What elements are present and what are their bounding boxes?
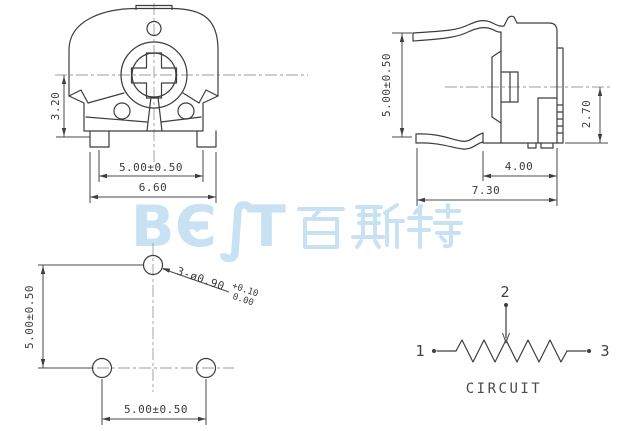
side-shaft-section (500, 71, 519, 103)
watermark-letter-t: T (247, 194, 286, 260)
side-top-lead-upper (412, 15, 518, 34)
circuit-diagram: 1 3 2 CIRCUIT (415, 283, 609, 397)
circuit-terminal-1-label: 1 (415, 342, 424, 360)
side-dim-total-text: 7.30 (472, 184, 501, 197)
front-top-hole (146, 20, 162, 37)
side-dim-lead-spacing-text: 5.00±0.50 (380, 53, 393, 117)
side-dim-body: 4.00 (482, 148, 558, 206)
front-dim-lead-spacing: 5.00±0.50 (98, 150, 204, 182)
footprint-dim-vertical: 5.00±0.50 (23, 264, 143, 369)
side-rotor-profile (491, 50, 502, 124)
side-dim-lead-spacing: 5.00±0.50 (380, 32, 412, 138)
side-bottom-bracket (482, 132, 564, 149)
front-collar-lines (68, 89, 219, 104)
circuit-wiper-arrow (502, 332, 510, 344)
circuit-resistor-zigzag (455, 339, 568, 363)
side-dim-height-text: 2.70 (580, 100, 593, 129)
front-dim-width-text: 6.60 (139, 181, 168, 194)
footprint-hole-top (142, 254, 164, 276)
front-right-hole (177, 102, 195, 120)
front-view: 3.20 5.00±0.50 6.60 (49, 3, 308, 203)
side-dim-height: 2.70 (565, 87, 608, 144)
footprint-hole-right (195, 357, 217, 379)
footprint-dim-horizontal: 5.00±0.50 (101, 379, 207, 425)
side-dim-body-text: 4.00 (505, 160, 534, 173)
footprint-hole-callout-text: 3-ø0.90 (175, 265, 226, 294)
watermark-letter-e: Є (175, 194, 217, 260)
watermark: B Є ∫ T ◆ (131, 190, 463, 263)
front-dim-width: 6.60 (89, 152, 217, 203)
front-dim-lead-spacing-text: 5.00±0.50 (119, 161, 183, 174)
circuit-terminal-3-node (587, 349, 591, 353)
footprint-hole-callout: 3-ø0.90 +0.10 0.00 (162, 265, 259, 308)
circuit-caption: CIRCUIT (466, 381, 543, 397)
circuit-terminal-3-label: 3 (600, 342, 609, 360)
front-adjust-cross-slot (130, 52, 178, 99)
side-top-lead-lower (412, 27, 502, 42)
front-dim-height: 3.20 (49, 75, 90, 138)
front-feet (89, 130, 217, 148)
footprint-dim-horizontal-text: 5.00±0.50 (124, 403, 188, 416)
watermark-letter-s: ∫ (219, 190, 257, 263)
side-bottom-lead (415, 132, 484, 150)
front-rotor-outer-circle (120, 41, 188, 109)
footprint-hole-left (91, 357, 113, 379)
side-view: 5.00±0.50 2.70 4.00 7.30 (380, 15, 612, 206)
front-left-hole (113, 102, 131, 120)
circuit-terminal-1-node (432, 349, 436, 353)
footprint-dim-vertical-text: 5.00±0.50 (23, 285, 36, 349)
front-dim-height-text: 3.20 (49, 92, 62, 121)
watermark-cjk (297, 203, 463, 249)
circuit-terminal-2-node (504, 303, 508, 307)
circuit-terminal-2-label: 2 (500, 283, 509, 301)
side-step-line (537, 97, 558, 144)
footprint-view: 5.00±0.50 3-ø0.90 +0.10 0.00 5.00±0.50 (23, 243, 259, 425)
front-body-outline (68, 7, 219, 132)
side-right-strip (556, 47, 564, 144)
front-skirt-lines (85, 96, 202, 132)
side-dim-total: 7.30 (416, 148, 557, 206)
watermark-diamond: ◆ (192, 220, 202, 235)
